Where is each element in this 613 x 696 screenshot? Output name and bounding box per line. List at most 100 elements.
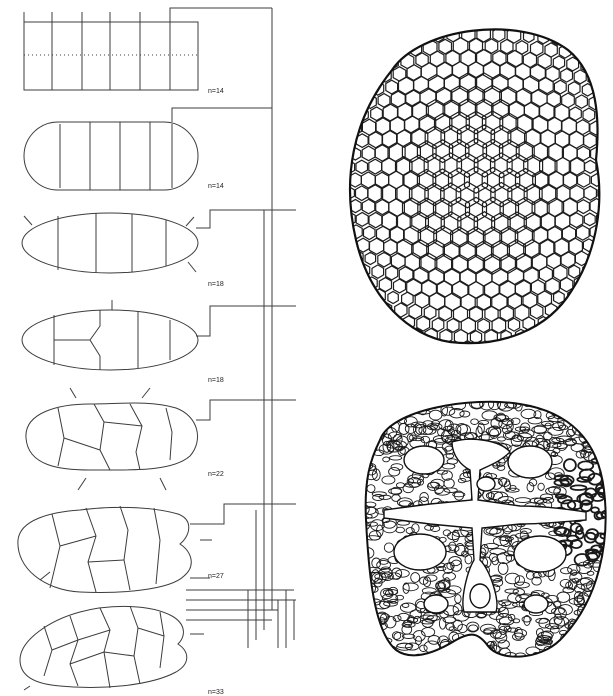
mesh-cell: [588, 301, 596, 310]
specimen-cell: [406, 528, 414, 534]
mesh-cell: [608, 88, 613, 98]
mesh-cell: [369, 159, 382, 174]
mesh-cell: [602, 250, 612, 262]
specimen-cell: [582, 621, 593, 631]
mesh-cell: [351, 40, 359, 49]
specimen-cell: [599, 582, 611, 588]
mesh-cell: [345, 238, 356, 251]
mesh-cell: [428, 0, 437, 8]
specimen-cell: [597, 621, 606, 632]
specimen-cell: [545, 473, 554, 480]
specimen-cell: [599, 637, 606, 647]
mesh-cell: [371, 324, 380, 334]
specimen-cell: [597, 593, 605, 597]
specimen-cell: [360, 646, 369, 651]
mesh-cell: [369, 302, 378, 312]
mesh-cell: [590, 121, 602, 135]
mesh-cell: [529, 350, 539, 362]
mesh-cell: [601, 299, 608, 307]
specimen-cell: [486, 528, 501, 534]
specimen-cell: [375, 406, 387, 414]
specimen-cell: [527, 483, 534, 492]
mesh-cell: [545, 21, 555, 32]
mesh-cell: [571, 5, 578, 13]
mesh-cell: [445, 293, 461, 311]
specimen-cell: [544, 432, 552, 440]
mesh-cell: [397, 327, 408, 340]
mesh-cell: [354, 19, 361, 27]
mesh-cell: [596, 9, 603, 17]
specimen-cell: [374, 420, 389, 426]
specimen-cell: [553, 660, 566, 667]
mesh-cell: [330, 23, 337, 31]
specimen-cell: [604, 448, 612, 454]
mesh-cell: [544, 349, 553, 359]
specimen-cell: [401, 410, 408, 416]
mesh-cell: [583, 108, 595, 122]
mesh-cell: [321, 295, 328, 303]
mesh-cell: [599, 31, 606, 39]
specimen-cell: [485, 543, 499, 548]
mesh-cell: [500, 17, 511, 30]
mesh-cell: [565, 337, 573, 346]
specimen-cell: [603, 556, 609, 562]
mesh-cell: [568, 82, 580, 95]
mesh-cell: [374, 5, 381, 13]
specimen-cell: [567, 651, 574, 660]
stage-label-6: n=27: [208, 573, 224, 580]
specimen-cell: [592, 593, 601, 600]
mesh-cell: [586, 324, 593, 332]
mesh-cell: [384, 326, 393, 336]
mesh-cell: [508, 318, 519, 331]
mesh-cell: [589, 276, 598, 287]
mesh-cell: [470, 16, 482, 30]
specimen-cell: [395, 402, 403, 408]
mesh-cell: [411, 19, 422, 32]
mesh-cell: [366, 335, 373, 343]
stage-label-2: n=14: [208, 183, 224, 190]
mesh-cell: [355, 74, 363, 84]
specimen-cell: [477, 658, 487, 669]
specimen-cell: [498, 437, 506, 441]
mesh-cell: [457, 354, 466, 364]
mesh-cell: [399, 77, 414, 95]
mesh-cell: [333, 238, 342, 249]
mesh-cell: [538, 54, 551, 69]
mesh-cell: [315, 335, 322, 343]
mesh-cell: [332, 162, 340, 172]
mesh-cell: [356, 160, 368, 173]
specimen-cell: [588, 433, 601, 440]
mesh-cell: [593, 311, 602, 321]
mesh-cell: [365, 252, 376, 264]
mesh-cell: [474, 183, 495, 207]
mesh-cell: [305, 200, 312, 208]
mesh-cell: [456, 0, 467, 8]
specimen-cell: [560, 407, 573, 411]
mesh-cell: [469, 62, 484, 79]
mesh-cell: [493, 7, 503, 19]
mesh-cell: [603, 99, 613, 110]
specimen-cell: [593, 436, 602, 443]
mesh-cell: [397, 130, 412, 148]
specimen-cell: [359, 439, 373, 448]
specimen-cell: [443, 650, 457, 655]
mesh-cell: [581, 288, 591, 300]
specimen-cell: [571, 485, 587, 490]
mesh-cell: [584, 213, 595, 226]
mesh-cell: [482, 168, 504, 193]
mesh-cell: [366, 16, 373, 24]
mesh-cell: [316, 151, 323, 159]
specimen-cell: [505, 573, 519, 584]
mesh-cell: [349, 343, 356, 351]
mesh-cell: [323, 317, 330, 325]
mesh-cell: [330, 274, 338, 283]
mesh-cell: [590, 199, 603, 214]
mesh-cell: [354, 276, 363, 287]
specimen-cell: [381, 408, 395, 420]
mesh-cell: [525, 129, 541, 148]
mesh-cell: [403, 31, 414, 43]
mesh-cell: [363, 312, 373, 323]
mesh-cell: [591, 333, 598, 341]
specimen-cell: [384, 543, 393, 552]
mesh-cell: [563, 172, 577, 188]
